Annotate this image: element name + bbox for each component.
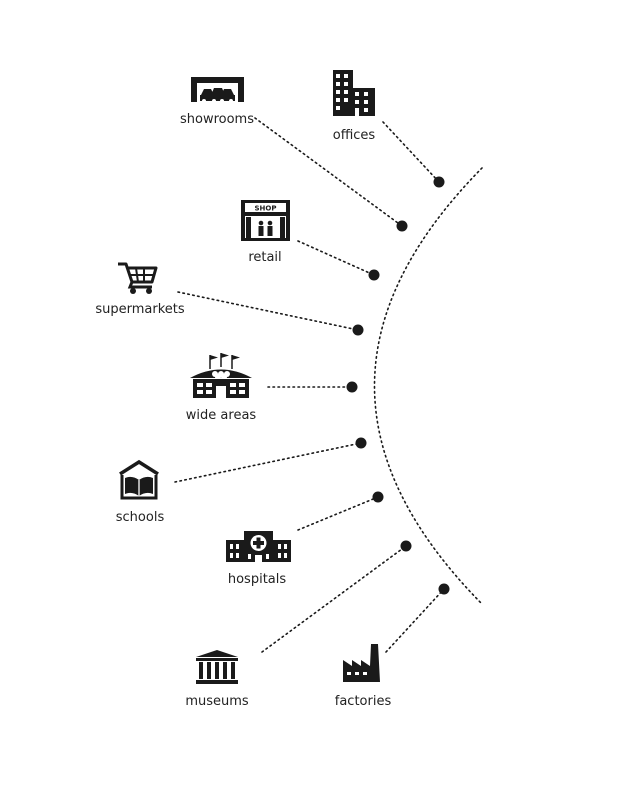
connector-museums [261,545,407,653]
label-factories: factories [335,694,392,709]
shop-storefront-icon: SHOP [241,200,290,241]
arc-nodes [346,176,450,595]
label-schools: schools [116,510,165,525]
label-supermarkets: supermarkets [95,302,185,317]
connector-showrooms [254,117,403,227]
garage-cars-icon [191,77,244,103]
node-factories [438,583,450,595]
node-supermarkets [352,324,364,336]
label-retail: retail [248,250,281,265]
connector-retail [297,240,375,276]
factory-icon [343,644,380,682]
connector-offices [382,121,440,183]
node-museums [400,540,412,552]
label-offices: offices [333,128,376,143]
node-hospitals [372,491,384,503]
label-showrooms: showrooms [180,112,254,127]
stadium-icon [190,353,252,398]
shop-sign-text: SHOP [255,205,277,213]
node-showrooms [396,220,408,232]
label-museums: museums [185,694,249,709]
connector-factories [385,588,445,653]
node-offices [433,176,445,188]
node-schools [355,437,367,449]
hospital-icon [226,531,291,562]
labels: showrooms offices retail supermarkets wi… [95,112,391,709]
connector-schools [174,442,362,483]
museum-icon [196,650,238,684]
central-arc [373,167,483,605]
label-hospitals: hospitals [228,572,287,587]
node-wide-areas [346,381,358,393]
office-building-icon [333,70,375,116]
node-retail [368,269,380,281]
shopping-cart-icon [118,262,158,294]
school-book-icon [119,459,159,500]
connector-supermarkets [177,291,359,331]
label-wide-areas: wide areas [186,408,257,423]
connector-lines [174,117,445,653]
connector-hospitals [297,496,379,531]
